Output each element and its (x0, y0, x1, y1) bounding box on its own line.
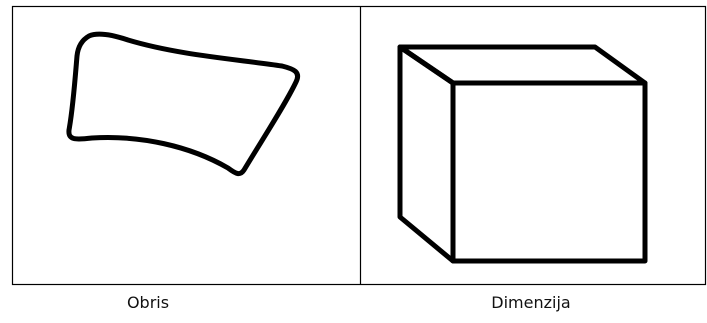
outline-shape (69, 34, 298, 173)
dimension-caption: Dimenzija (491, 295, 570, 311)
cube-front-face (453, 83, 645, 261)
outline-panel (69, 34, 298, 173)
cube-top-face (400, 47, 645, 83)
figure-frame (13, 7, 706, 285)
outline-caption: Obris (127, 295, 169, 311)
cube-panel (400, 47, 645, 261)
